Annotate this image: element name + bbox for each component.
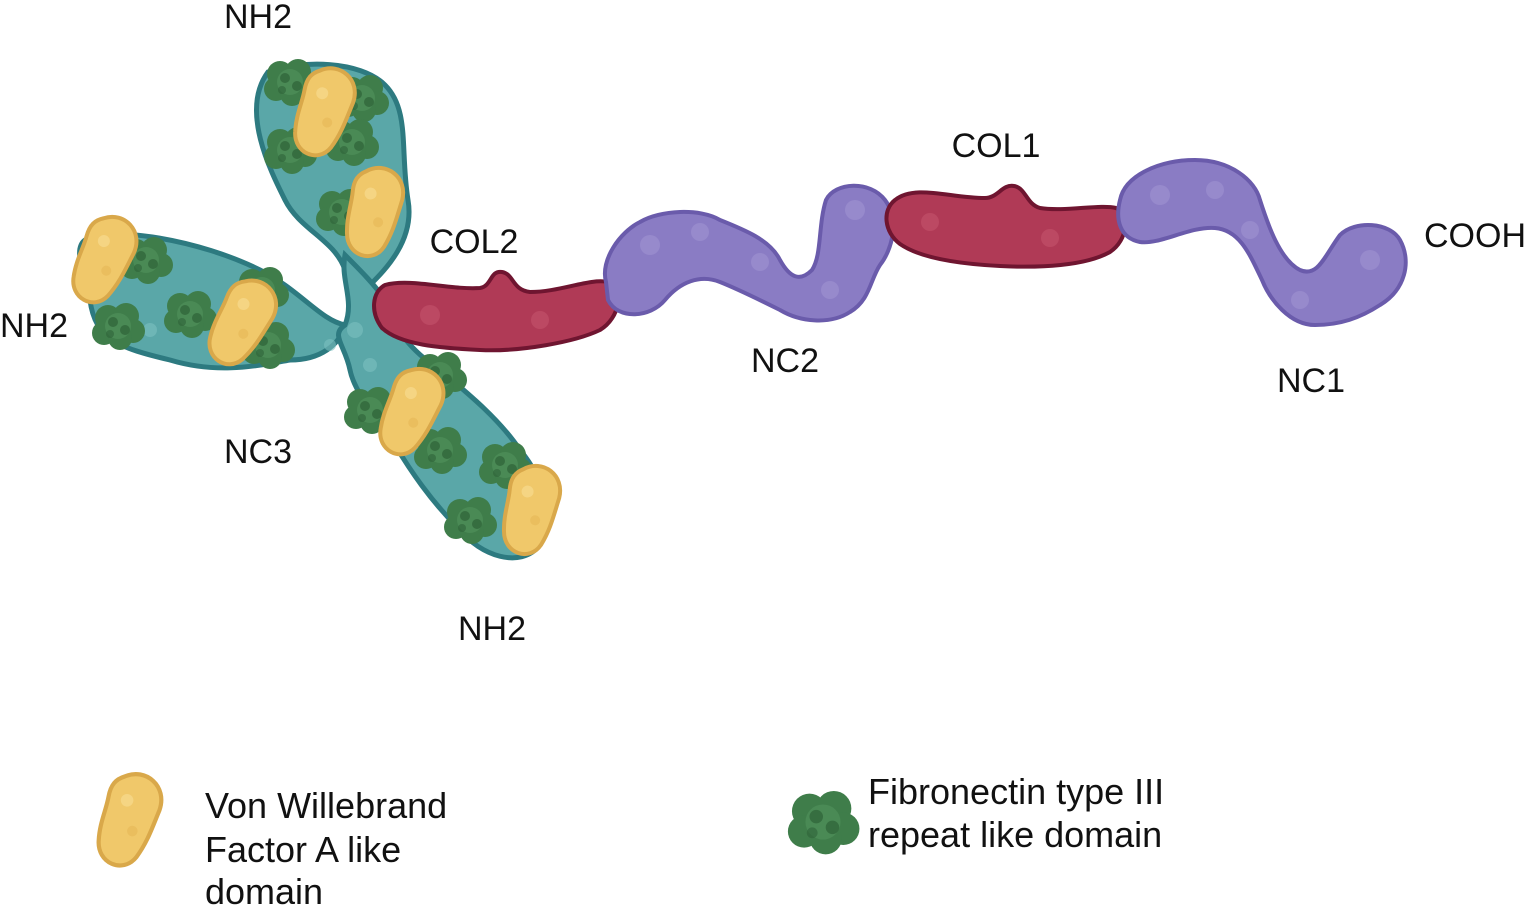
legend-fn3-line-1: Fibronectin type III xyxy=(868,771,1164,812)
legend-vwa-line-1: Von Willebrand xyxy=(205,785,447,826)
label-nh2-top: NH2 xyxy=(224,0,292,36)
legend-vwa-icon xyxy=(94,769,165,871)
label-col1: COL1 xyxy=(952,127,1041,165)
legend: Von Willebrand Factor A like domain Fibr… xyxy=(94,769,1164,911)
label-nc3: NC3 xyxy=(224,433,292,471)
label-nc2: NC2 xyxy=(751,342,819,380)
label-cooh: COOH xyxy=(1424,217,1526,255)
label-nh2-left: NH2 xyxy=(0,307,68,345)
legend-fn3-icon xyxy=(787,790,860,855)
label-nc1: NC1 xyxy=(1277,362,1345,400)
legend-fn3-line-2: repeat like domain xyxy=(868,814,1162,855)
col2-domain xyxy=(372,269,621,353)
nc2-domain xyxy=(602,183,896,323)
legend-vwa-line-3: domain xyxy=(205,871,323,911)
legend-vwa-line-2: Factor A like xyxy=(205,829,401,870)
label-col2: COL2 xyxy=(430,223,519,261)
label-nh2-bottom: NH2 xyxy=(458,610,526,648)
col1-domain xyxy=(884,183,1127,269)
nc1-domain xyxy=(1116,157,1408,328)
